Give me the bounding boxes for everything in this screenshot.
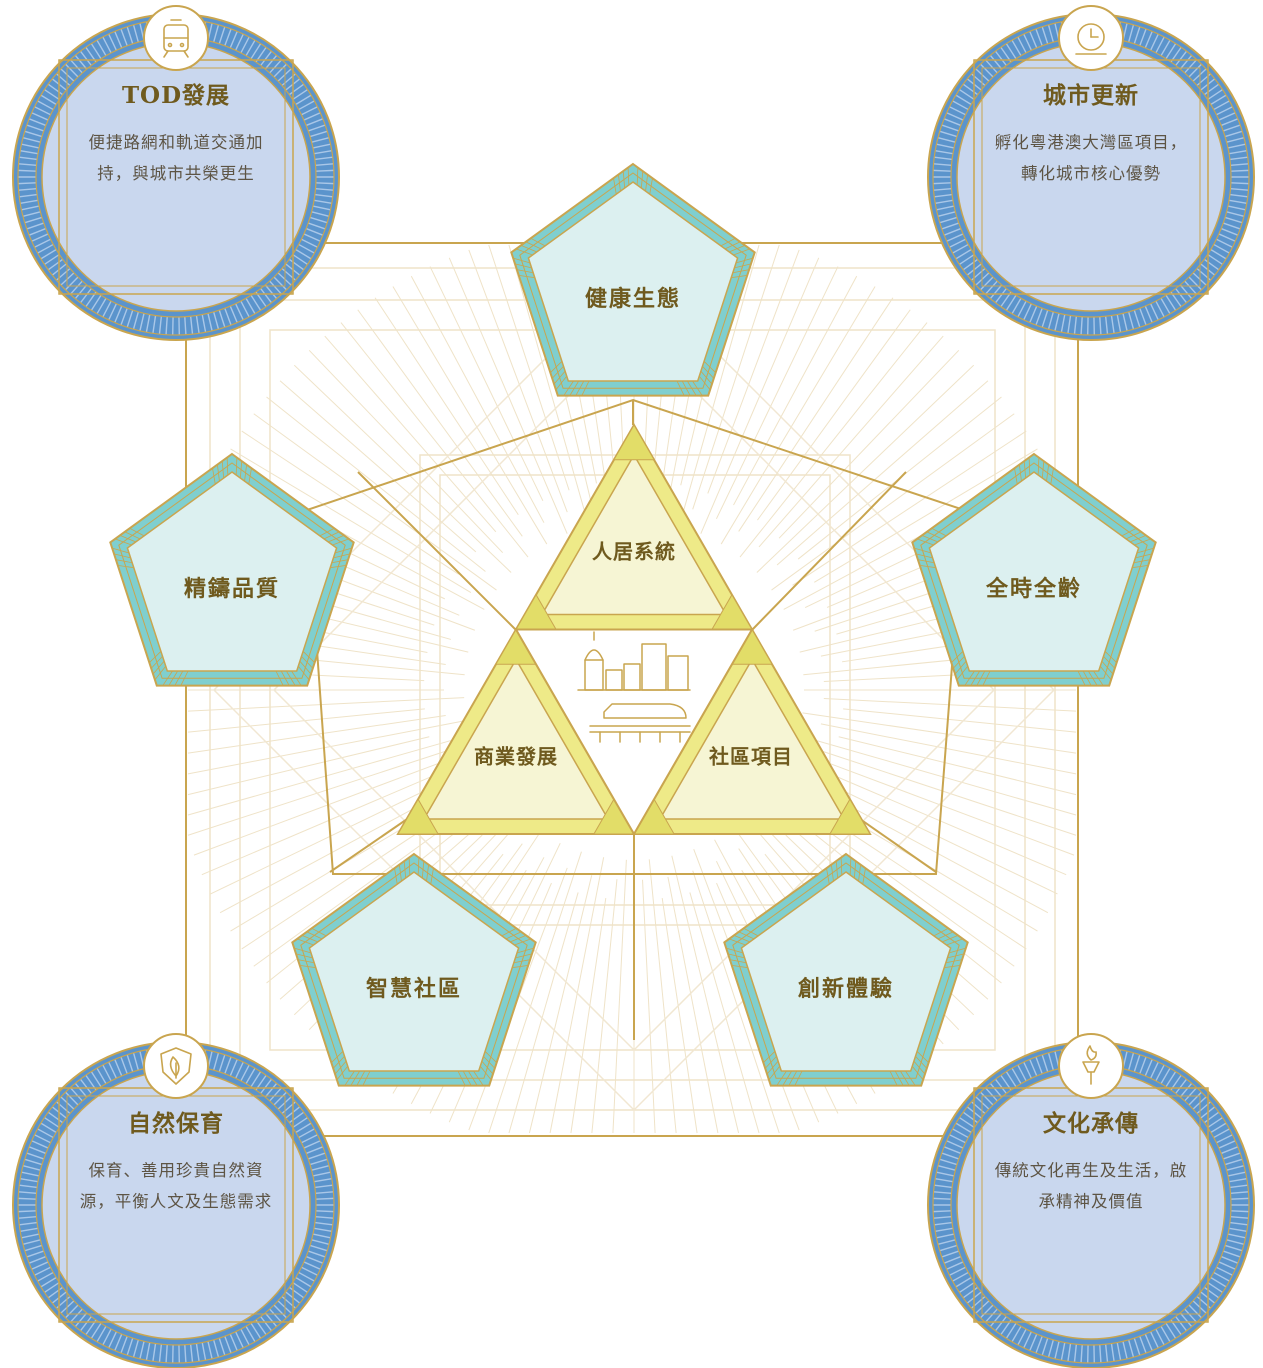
triangle-living <box>514 422 754 631</box>
pentagon-label-smart: 智慧社區 <box>365 976 463 1002</box>
pentagon-innovation <box>723 852 969 1087</box>
medallion-culture <box>927 1033 1255 1368</box>
pentagon-label-innovation: 創新體驗 <box>797 976 895 1002</box>
nature-description: 保育、善用珍貴自然資源，平衡人文及生態需求 <box>79 1161 273 1211</box>
pentagon-smart <box>291 852 537 1087</box>
pentagon-label-health: 健康生態 <box>584 286 682 312</box>
torch-icon <box>1058 1033 1124 1099</box>
tod-title: TOD發展 <box>121 82 231 109</box>
triangle-commercial <box>396 627 636 835</box>
city-train-icon <box>577 631 691 743</box>
nature-title: 自然保育 <box>128 1110 224 1137</box>
pentagon-label-allage: 全時全齡 <box>985 576 1083 602</box>
pentagon-label-quality: 精鑄品質 <box>183 576 281 602</box>
tram-icon <box>143 5 209 71</box>
renewal-description: 孵化粵港澳大灣區項目，轉化城市核心優勢 <box>994 133 1188 183</box>
pentagon-allage <box>911 452 1157 687</box>
culture-description: 傳統文化再生及生活，啟承精神及價值 <box>994 1161 1188 1211</box>
tod-description: 便捷路網和軌道交通加持，與城市共榮更生 <box>88 133 264 183</box>
pentagon-quality <box>109 452 355 687</box>
background-diamond <box>272 328 996 1052</box>
renewal-title: 城市更新 <box>1043 82 1139 109</box>
triangle-label-commercial: 商業發展 <box>474 744 558 769</box>
medallion-group <box>12 5 1255 1368</box>
pentagon-health <box>510 162 756 397</box>
medallion-tod <box>12 5 340 341</box>
medallion-renewal <box>927 5 1255 341</box>
pentagon-group <box>109 162 1157 1087</box>
leaf-shield-icon <box>143 1033 209 1099</box>
triangle-label-living: 人居系統 <box>592 539 676 564</box>
triangle-community <box>632 627 872 835</box>
triangle-label-community: 社區項目 <box>709 744 793 769</box>
connector-spokes <box>329 400 937 1040</box>
triangle-group <box>396 422 872 837</box>
clock-icon <box>1058 5 1124 71</box>
medallion-nature <box>12 1033 340 1368</box>
culture-title: 文化承傳 <box>1043 1110 1139 1137</box>
